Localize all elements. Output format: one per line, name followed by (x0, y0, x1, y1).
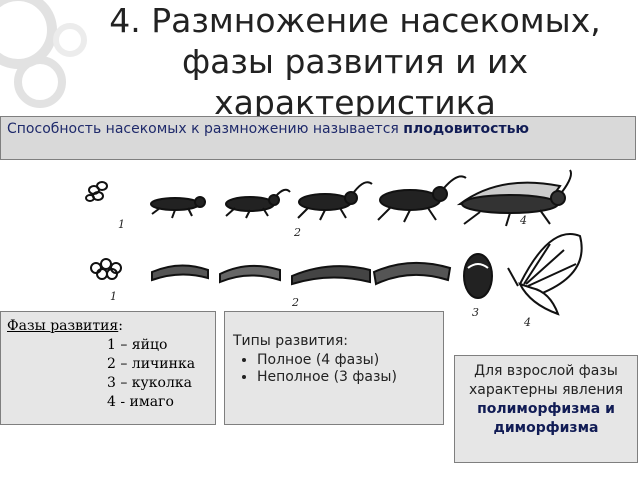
label-row1-1: 1 (118, 218, 125, 231)
phases-heading: Фазы развития (7, 318, 119, 334)
label-row2-3: 3 (472, 306, 479, 319)
phase-item: 3 – куколка (107, 375, 192, 391)
phase-item: 2 – личинка (107, 356, 196, 372)
egg-cluster-2 (90, 258, 122, 280)
caterpillar-4 (372, 261, 452, 286)
egg-cluster-1 (85, 181, 108, 202)
phases-heading-row: Фазы развития: (7, 318, 209, 334)
label-row1-4: 4 (519, 214, 527, 227)
phase-item: 4 - имаго (107, 394, 174, 410)
types-list: Полное (4 фазы) Неполное (3 фазы) (233, 352, 435, 386)
caterpillar-1 (151, 264, 209, 282)
adult-bold: полиморфизма и диморфизма (477, 401, 615, 436)
decorative-circles (0, 0, 87, 108)
phases-box: Фазы развития: 1 – яйцо 2 – личинка 3 – … (0, 311, 216, 425)
types-heading: Типы развития: (233, 333, 348, 349)
phases-list: 1 – яйцо 2 – личинка 3 – куколка 4 - има… (107, 336, 209, 412)
nymph-3 (297, 181, 373, 221)
label-row2-2: 2 (291, 296, 299, 309)
caterpillar-2 (219, 264, 281, 284)
fertility-banner: Способность насекомых к размножению назы… (0, 116, 636, 160)
banner-text: Способность насекомых к размножению назы… (7, 121, 404, 137)
pupa (463, 253, 493, 299)
phase-item: 1 – яйцо (107, 337, 168, 353)
nymph-2 (225, 188, 291, 219)
phases-heading-suffix: : (118, 318, 123, 334)
type-item: Неполное (3 фазы) (257, 369, 435, 386)
adult-text: Для взрослой фазы характерны явления (468, 363, 623, 398)
nymph-4 (377, 175, 467, 223)
butterfly (507, 233, 583, 316)
types-box: Типы развития: Полное (4 фазы) Неполное … (224, 311, 444, 425)
label-row2-4: 4 (523, 316, 531, 329)
label-row2-1: 1 (110, 290, 117, 303)
nymph-1 (150, 196, 206, 219)
label-row1-2: 2 (293, 226, 301, 239)
caterpillar-3 (291, 265, 371, 286)
type-item: Полное (4 фазы) (257, 352, 435, 369)
banner-bold: плодовитостью (403, 121, 530, 137)
adult-phase-box: Для взрослой фазы характерны явления пол… (454, 355, 638, 463)
insect-development-illustration: 1 2 4 1 2 3 4 (85, 169, 583, 329)
adult-grasshopper (456, 169, 572, 227)
slide-title: 4. Размножение насекомых, фазы развития … (109, 1, 601, 118)
